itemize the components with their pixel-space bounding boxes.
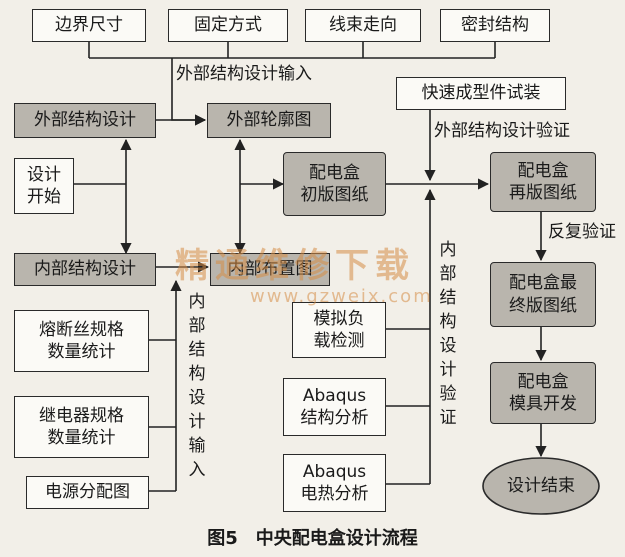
node-final-drawing: 配电盒最 终版图纸 <box>490 262 596 327</box>
node-harness-routing: 线束走向 <box>305 9 421 42</box>
end-ellipse <box>482 457 600 515</box>
node-power-dist: 电源分配图 <box>26 476 149 509</box>
label-repeat-verify: 反复验证 <box>548 222 616 243</box>
node-mold-dev: 配电盒 模具开发 <box>490 362 596 424</box>
label-internal-input: 内部结构设计输入 <box>188 292 206 480</box>
node-internal-layout: 内部布置图 <box>210 253 330 286</box>
label-external-verify: 外部结构设计验证 <box>434 121 570 142</box>
node-initial-drawing: 配电盒 初版图纸 <box>283 152 386 216</box>
node-sealing-structure: 密封结构 <box>440 9 550 42</box>
label-external-input: 外部结构设计输入 <box>176 64 312 85</box>
node-external-design: 外部结构设计 <box>14 103 156 138</box>
label-internal-verify: 内部结构设计验证 <box>439 240 457 428</box>
node-revised-drawing: 配电盒 再版图纸 <box>490 152 596 212</box>
node-internal-design: 内部结构设计 <box>14 253 156 286</box>
node-boundary-size: 边界尺寸 <box>32 9 146 42</box>
node-abaqus-thermal: Abaqus 电热分析 <box>283 454 386 512</box>
watermark-url: www.gzweix.com <box>250 286 433 307</box>
node-design-start: 设计 开始 <box>14 158 74 214</box>
node-fixing-method: 固定方式 <box>168 9 288 42</box>
watermark: 精通维修下载 <box>175 246 415 286</box>
node-design-end: 设计结束 <box>507 475 575 496</box>
node-rapid-prototype: 快速成型件试装 <box>396 77 566 110</box>
node-fuse-stats: 熔断丝规格 数量统计 <box>14 310 149 372</box>
node-relay-stats: 继电器规格 数量统计 <box>14 396 149 458</box>
node-external-outline: 外部轮廓图 <box>207 103 331 138</box>
node-load-test: 模拟负 载检测 <box>292 302 386 358</box>
figure-caption: 图5 中央配电盒设计流程 <box>207 528 418 549</box>
node-abaqus-struct: Abaqus 结构分析 <box>283 378 386 436</box>
